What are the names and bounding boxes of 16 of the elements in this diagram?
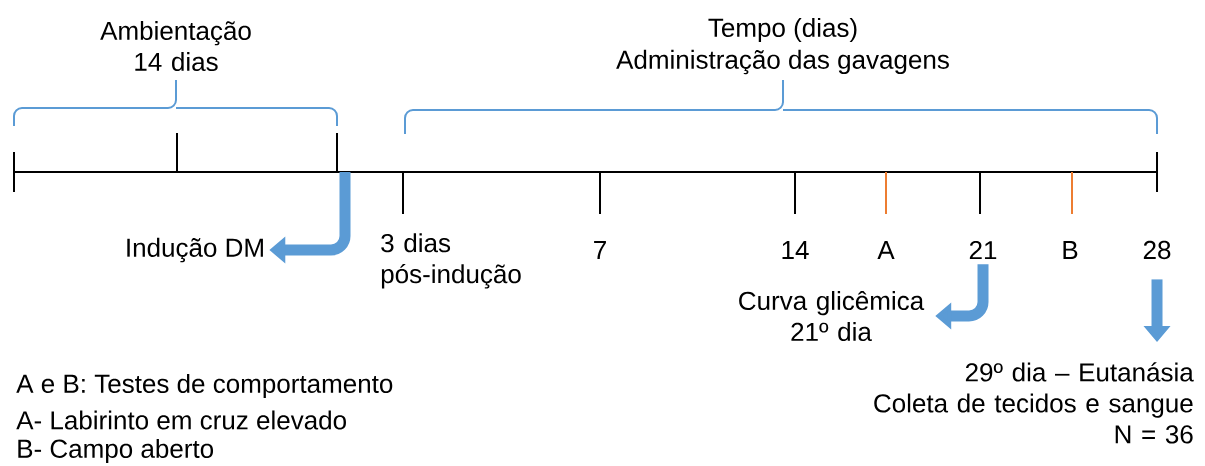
tick-label: 28 xyxy=(1143,240,1171,260)
bracket-label: Administração das gavagens xyxy=(616,49,949,75)
tick-label: 7 xyxy=(594,241,606,259)
note-text: A- Labirinto em cruz elevado xyxy=(16,410,346,430)
note-text: B- Campo aberto xyxy=(18,438,214,464)
tick-label: 14 xyxy=(782,241,809,259)
bracket-label: Tempo (dias) xyxy=(708,17,857,43)
tick-label: A xyxy=(877,241,895,259)
annotation-text: Indução DM xyxy=(127,237,263,263)
tick-label: B xyxy=(1063,241,1078,259)
bracket-label: Ambientação 14 dias xyxy=(100,20,251,72)
tick-label: 21 xyxy=(969,240,997,260)
note-text: A e B: Testes de comportamento xyxy=(16,373,393,399)
annotation-text: Curva glicêmica 21º dia xyxy=(739,290,925,342)
tick-label: 3 dias pós-indução xyxy=(381,233,521,289)
annotation-text: 29º dia – Eutanásia Coleta de tecidos e sangue N = 36 xyxy=(874,362,1194,444)
